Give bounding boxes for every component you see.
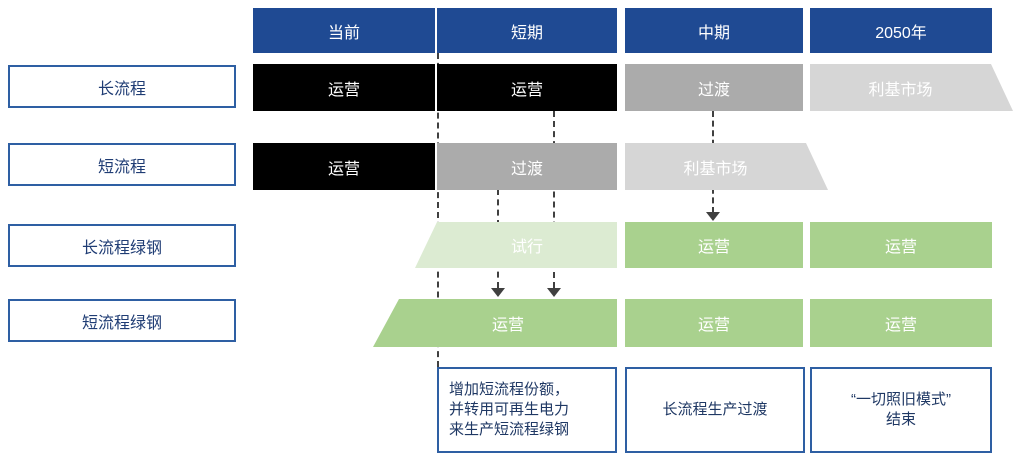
note-short-term: 增加短流程份额， 并转用可再生电力 来生产短流程绿钢 xyxy=(437,367,617,453)
arrow-down-icon xyxy=(547,288,561,297)
col-header-mid-term: 中期 xyxy=(625,8,803,53)
cell-short-process-mid-term: 利基市场 xyxy=(625,143,828,190)
cell-long-process-mid-term: 过渡 xyxy=(625,64,803,111)
cell-short-process-current: 运营 xyxy=(253,143,435,190)
col-header-current: 当前 xyxy=(253,8,435,53)
row-label-short-process: 短流程 xyxy=(8,143,236,186)
dashed-connector-long-to-short-green xyxy=(553,111,555,288)
row-label-long-process: 长流程 xyxy=(8,65,236,108)
cell-short-process-short-term: 过渡 xyxy=(437,143,617,190)
row-label-short-process-green-steel: 短流程绿钢 xyxy=(8,299,236,342)
cell-long-process-current: 运营 xyxy=(253,64,435,111)
arrow-down-icon xyxy=(706,212,720,221)
cell-long-process-2050: 利基市场 xyxy=(810,64,1013,111)
cell-long-green-2050: 运营 xyxy=(810,222,992,268)
col-header-short-term: 短期 xyxy=(437,8,617,53)
note-mid-term: 长流程生产过渡 xyxy=(625,367,805,453)
cell-short-green-mid-term: 运营 xyxy=(625,299,803,347)
arrow-down-icon xyxy=(491,288,505,297)
cell-long-process-short-term: 运营 xyxy=(437,64,617,111)
cell-short-green-2050: 运营 xyxy=(810,299,992,347)
cell-short-green-short-term: 运营 xyxy=(373,299,617,347)
note-2050: “一切照旧模式” 结束 xyxy=(810,367,992,453)
row-label-long-process-green-steel: 长流程绿钢 xyxy=(8,224,236,267)
dashed-connector-short-term-start xyxy=(437,53,439,367)
col-header-2050: 2050年 xyxy=(810,8,992,53)
cell-long-green-short-term: 试行 xyxy=(415,222,617,268)
cell-long-green-mid-term: 运营 xyxy=(625,222,803,268)
